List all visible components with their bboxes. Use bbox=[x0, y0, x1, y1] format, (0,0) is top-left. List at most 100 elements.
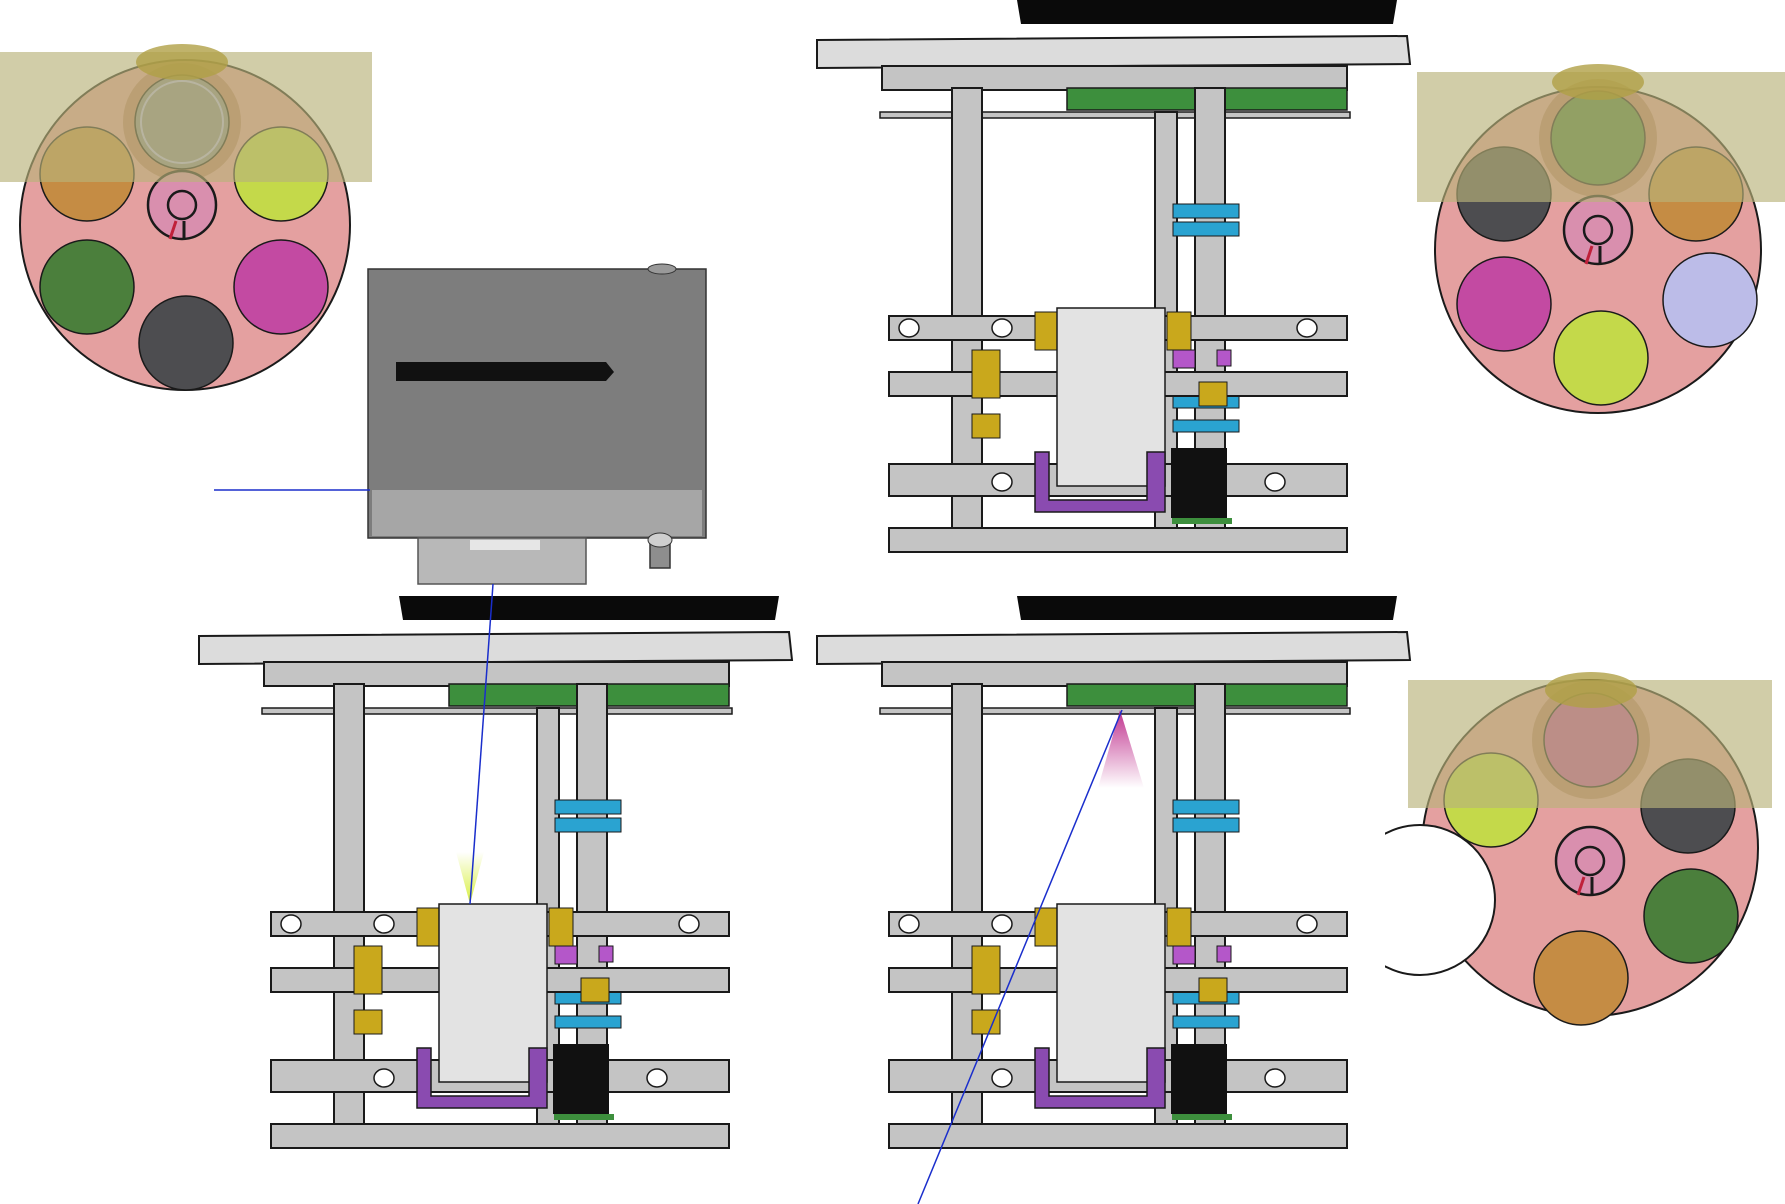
motor bbox=[1171, 1044, 1227, 1114]
purple-part bbox=[598, 945, 614, 963]
horizontal-rail bbox=[888, 527, 1348, 553]
bottom-green-strip bbox=[554, 1114, 614, 1120]
stage-assemblies bbox=[198, 0, 1412, 1149]
rail-hole bbox=[373, 1068, 395, 1088]
yellow-mount bbox=[416, 907, 442, 947]
filter-wheels bbox=[0, 44, 1785, 1026]
camera bbox=[214, 263, 707, 585]
camera-lens-ring bbox=[470, 540, 540, 550]
rail-hole bbox=[898, 318, 920, 338]
blue-clamp bbox=[1172, 1015, 1240, 1029]
thin-rail bbox=[261, 707, 733, 715]
purple-part bbox=[1172, 349, 1196, 369]
filter-lavender bbox=[1662, 252, 1758, 348]
rail-hole bbox=[646, 1068, 668, 1088]
purple-part bbox=[1216, 349, 1232, 367]
beam-line-left bbox=[469, 583, 494, 905]
blue-clamp bbox=[554, 817, 622, 833]
aperture-lens bbox=[1545, 672, 1637, 708]
yellow-mount bbox=[580, 977, 610, 1003]
filter-magenta bbox=[233, 239, 329, 335]
camera-knob bbox=[647, 263, 677, 275]
rail-hole bbox=[1296, 914, 1318, 934]
wheel-2 bbox=[1417, 64, 1785, 414]
blue-clamp bbox=[554, 799, 622, 815]
filter-dark bbox=[138, 295, 234, 391]
wheel-axle bbox=[1582, 214, 1614, 246]
top-dark-plate bbox=[399, 596, 779, 620]
vertical-post bbox=[951, 683, 983, 1125]
yellow-mount bbox=[548, 907, 574, 947]
top-dark-plate bbox=[1017, 0, 1397, 24]
top-plate-lower bbox=[881, 65, 1348, 91]
light-beam-lines bbox=[456, 583, 1144, 1204]
yellow-mount bbox=[1198, 977, 1228, 1003]
wheel-1 bbox=[0, 44, 372, 391]
purple-part bbox=[1216, 945, 1232, 963]
yellow-mount bbox=[353, 945, 383, 995]
blue-clamp bbox=[1172, 817, 1240, 833]
thin-rail bbox=[879, 111, 1351, 119]
rail-hole bbox=[280, 914, 302, 934]
bottom-green-strip bbox=[1172, 518, 1232, 524]
blue-clamp bbox=[554, 1015, 622, 1029]
yellow-mount bbox=[1166, 311, 1192, 351]
purple-cradle bbox=[416, 1047, 548, 1109]
notch-clear bbox=[1330, 808, 1385, 998]
blue-clamp bbox=[1172, 799, 1240, 815]
blue-clamp bbox=[1172, 221, 1240, 237]
top-plate-lower bbox=[881, 661, 1348, 687]
filter-orange bbox=[1533, 930, 1629, 1026]
beam-magenta bbox=[1098, 710, 1144, 788]
thin-rail bbox=[879, 707, 1351, 715]
wheel-axle bbox=[1574, 845, 1606, 877]
camera-lens-mount bbox=[417, 537, 587, 585]
yellow-mount bbox=[971, 349, 1001, 399]
assembly-bottom-left bbox=[198, 596, 794, 1149]
purple-cradle bbox=[1034, 451, 1166, 513]
beam-yellow bbox=[456, 852, 484, 904]
filter-lime bbox=[1553, 310, 1649, 406]
motor bbox=[1171, 448, 1227, 518]
yellow-mount bbox=[353, 1009, 383, 1035]
yellow-mount bbox=[971, 1009, 1001, 1035]
top-plate bbox=[198, 630, 794, 666]
filter-magenta bbox=[1456, 256, 1552, 352]
rail-hole bbox=[991, 1068, 1013, 1088]
hub-marker bbox=[168, 220, 178, 240]
filter-green bbox=[39, 239, 135, 335]
camera-connector-top bbox=[647, 532, 673, 548]
yellow-mount bbox=[1198, 381, 1228, 407]
purple-part bbox=[554, 945, 578, 965]
filter-green bbox=[1643, 868, 1739, 964]
motor bbox=[553, 1044, 609, 1114]
hub-marker bbox=[1584, 245, 1594, 265]
rail-hole bbox=[678, 914, 700, 934]
yellow-mount bbox=[971, 945, 1001, 995]
rail-hole bbox=[991, 472, 1013, 492]
yellow-mount bbox=[1034, 907, 1060, 947]
rail-hole bbox=[991, 318, 1013, 338]
aperture-lens bbox=[1552, 64, 1644, 100]
purple-cradle bbox=[1034, 1047, 1166, 1109]
bottom-green-strip bbox=[1172, 1114, 1232, 1120]
top-plate bbox=[816, 630, 1412, 666]
wheel-3 bbox=[1330, 672, 1772, 1026]
top-plate bbox=[816, 34, 1412, 70]
yellow-mount bbox=[971, 413, 1001, 439]
horizontal-rail bbox=[888, 1123, 1348, 1149]
blue-clamp bbox=[1172, 203, 1240, 219]
top-plate-lower bbox=[263, 661, 730, 687]
rail-hole bbox=[1264, 472, 1286, 492]
purple-part bbox=[1172, 945, 1196, 965]
wheel-axle bbox=[166, 189, 198, 221]
rail-hole bbox=[898, 914, 920, 934]
vertical-post bbox=[333, 683, 365, 1125]
horizontal-rail bbox=[270, 1123, 730, 1149]
rail-hole bbox=[1264, 1068, 1286, 1088]
assembly-top-right bbox=[816, 0, 1412, 553]
camera-logo-bar bbox=[396, 362, 614, 381]
aperture-lens bbox=[136, 44, 228, 80]
rail-hole bbox=[1296, 318, 1318, 338]
assembly-bottom-right bbox=[816, 596, 1412, 1149]
